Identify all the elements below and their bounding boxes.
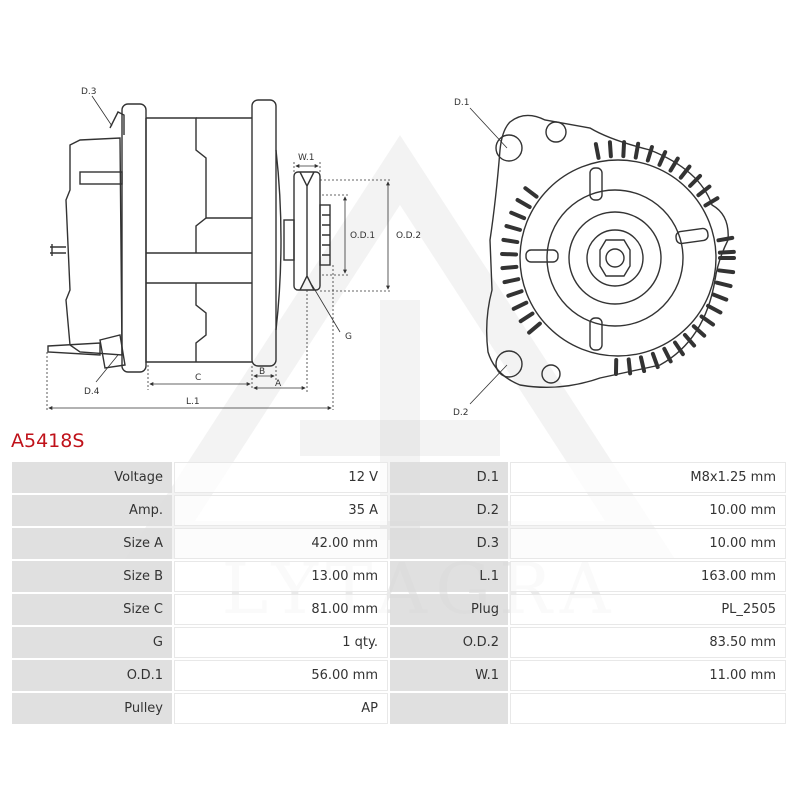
vent-slot	[529, 324, 540, 333]
spec-value: 1 qty.	[174, 627, 388, 658]
spec-value: 13.00 mm	[174, 561, 388, 592]
vent-slot	[664, 349, 670, 361]
drawing-labels: D.3 D.4 W.1 O.D.1 O.D.2 G C B A L.1 D.1 …	[81, 87, 470, 418]
spec-value: 83.50 mm	[510, 627, 786, 658]
vent-slot	[596, 144, 599, 158]
spec-value: 12 V	[174, 462, 388, 493]
vent-slot	[629, 359, 630, 373]
vent-slot	[713, 295, 726, 300]
spec-label: Voltage	[12, 462, 172, 493]
vent-slot	[503, 240, 517, 242]
vent-slot	[653, 354, 658, 367]
vent-slot	[708, 306, 720, 313]
label-l1: L.1	[186, 397, 200, 407]
vent-slot	[511, 213, 524, 218]
spec-value: 10.00 mm	[510, 528, 786, 559]
spec-value	[510, 693, 786, 724]
spec-value: 10.00 mm	[510, 495, 786, 526]
spec-label	[390, 693, 508, 724]
spec-label: O.D.2	[390, 627, 508, 658]
side-view	[48, 100, 330, 372]
cooling-vents	[502, 142, 734, 374]
label-d4: D.4	[84, 387, 100, 397]
vent-slot	[505, 279, 519, 282]
spec-label: Pulley	[12, 693, 172, 724]
vent-slot	[506, 226, 519, 230]
spec-value: AP	[174, 693, 388, 724]
vent-slot	[518, 200, 530, 207]
label-od2: O.D.2	[396, 231, 421, 241]
spec-value: 56.00 mm	[174, 660, 388, 691]
spec-label: D.3	[390, 528, 508, 559]
label-d3: D.3	[81, 87, 97, 97]
vent-slot	[521, 314, 533, 322]
label-od1: O.D.1	[350, 231, 375, 241]
spec-value: 81.00 mm	[174, 594, 388, 625]
spec-label: L.1	[390, 561, 508, 592]
label-d1: D.1	[454, 98, 470, 108]
spec-label: G	[12, 627, 172, 658]
vent-slot	[623, 142, 624, 156]
vent-slot	[719, 270, 733, 272]
spec-value: M8x1.25 mm	[510, 462, 786, 493]
vent-slot	[514, 303, 527, 309]
label-c: C	[195, 373, 201, 383]
vent-slot	[610, 142, 611, 156]
vent-slot	[508, 291, 521, 296]
spec-label: Size A	[12, 528, 172, 559]
spec-label: Size B	[12, 561, 172, 592]
alternator-drawing: D.3 D.4 W.1 O.D.1 O.D.2 G C B A L.1 D.1 …	[0, 0, 800, 425]
spec-label: Size C	[12, 594, 172, 625]
part-number: A5418S	[11, 430, 84, 452]
spec-value: PL_2505	[510, 594, 786, 625]
spec-label: W.1	[390, 660, 508, 691]
spec-value: 163.00 mm	[510, 561, 786, 592]
front-view	[487, 115, 729, 387]
front-view-leaders	[470, 108, 507, 404]
spec-label: Plug	[390, 594, 508, 625]
spec-value: 11.00 mm	[510, 660, 786, 691]
label-w1: W.1	[298, 153, 314, 163]
spec-label: D.2	[390, 495, 508, 526]
label-g: G	[345, 332, 352, 342]
spec-value: 42.00 mm	[174, 528, 388, 559]
spec-label: D.1	[390, 462, 508, 493]
spec-value: 35 A	[174, 495, 388, 526]
label-a: A	[275, 379, 282, 389]
vent-slot	[717, 283, 731, 286]
spec-label: O.D.1	[12, 660, 172, 691]
vent-slot	[636, 144, 638, 158]
label-d2: D.2	[453, 408, 469, 418]
vent-slot	[720, 252, 734, 253]
vent-slot	[718, 238, 732, 240]
label-b: B	[259, 367, 265, 377]
vent-slot	[502, 267, 516, 268]
spec-label: Amp.	[12, 495, 172, 526]
vent-slot	[702, 317, 713, 325]
vent-slot	[525, 188, 536, 196]
